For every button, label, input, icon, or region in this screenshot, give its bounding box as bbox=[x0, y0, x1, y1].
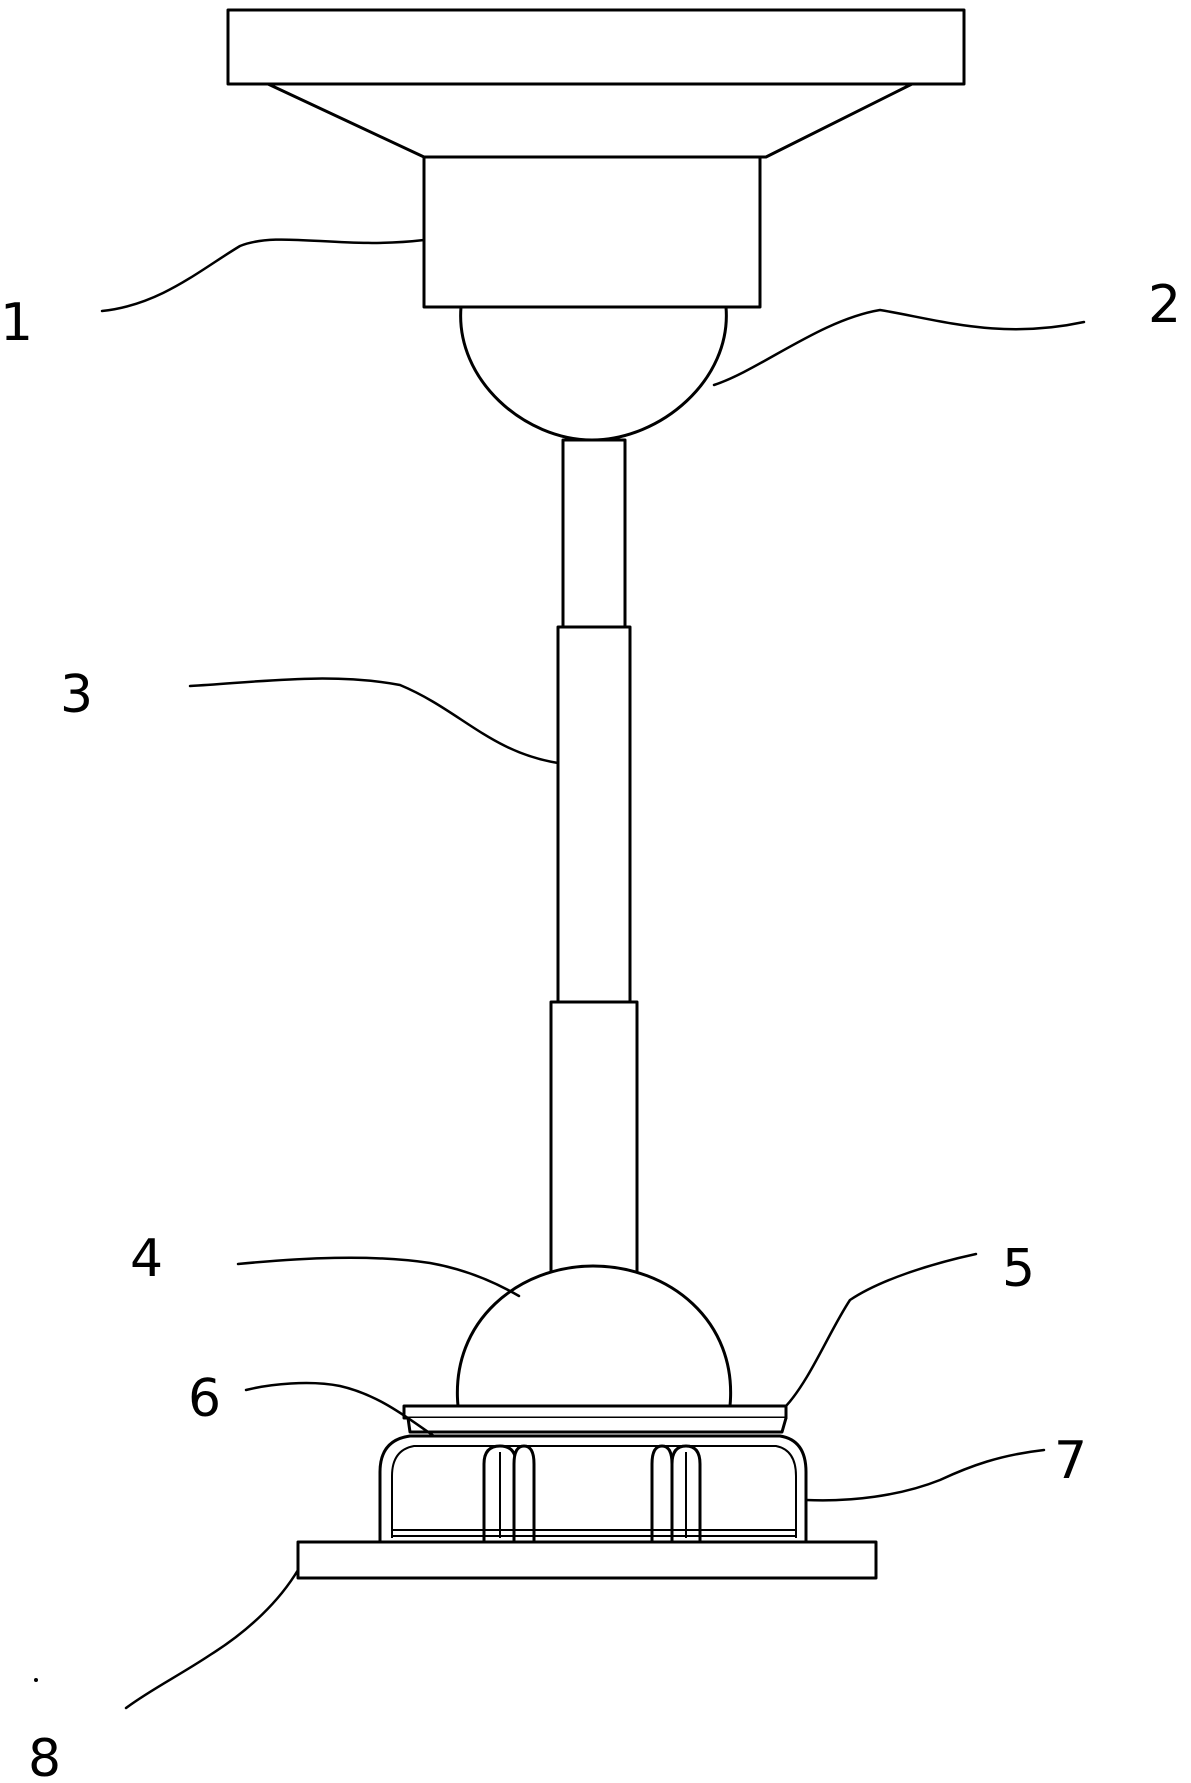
leader-line-5 bbox=[784, 1252, 978, 1408]
callout-label-6: 6 bbox=[188, 1369, 221, 1429]
upper-ball-joint bbox=[459, 305, 728, 442]
rod-middle-section bbox=[556, 625, 632, 1004]
leader-line-1 bbox=[100, 238, 426, 313]
callout-label-2: 2 bbox=[1148, 275, 1181, 335]
rod-upper-section bbox=[561, 438, 627, 629]
stray-dot bbox=[34, 1678, 38, 1682]
callout-label-3: 3 bbox=[60, 665, 93, 725]
base-rib-2 bbox=[512, 1444, 536, 1542]
rod-lower-section bbox=[549, 1000, 639, 1275]
leader-line-2 bbox=[712, 308, 1086, 387]
suction-base-body bbox=[378, 1434, 808, 1544]
leader-line-4 bbox=[236, 1256, 521, 1298]
suction-base-inner-outline bbox=[391, 1445, 797, 1538]
base-rib-3 bbox=[650, 1444, 674, 1542]
bottom-plate bbox=[296, 1540, 878, 1580]
leader-line-3 bbox=[188, 677, 560, 765]
top-conical-transition bbox=[266, 82, 914, 159]
callout-label-8: 8 bbox=[28, 1729, 61, 1783]
disc-lower-rim bbox=[406, 1417, 788, 1434]
top-mounting-plate bbox=[226, 8, 966, 86]
leader-line-7 bbox=[804, 1448, 1046, 1502]
leader-line-6 bbox=[244, 1381, 436, 1438]
callout-label-1: 1 bbox=[0, 293, 33, 353]
leader-line-8 bbox=[124, 1568, 300, 1710]
lower-ball-joint bbox=[455, 1264, 733, 1408]
callout-label-5: 5 bbox=[1002, 1239, 1035, 1299]
upper-housing-block bbox=[422, 155, 762, 309]
callout-label-7: 7 bbox=[1054, 1431, 1087, 1491]
support-disc bbox=[402, 1404, 788, 1420]
callout-label-4: 4 bbox=[130, 1229, 163, 1289]
